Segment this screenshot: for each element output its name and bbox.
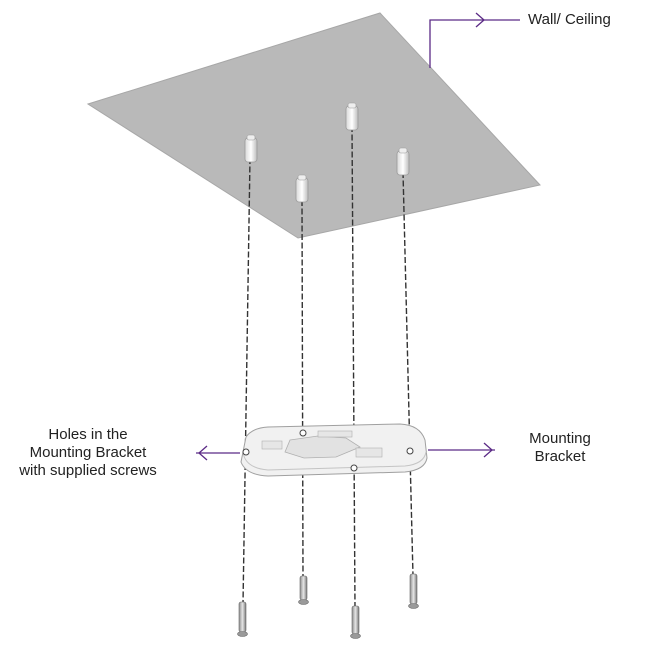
- holes-label-line: with supplied screws: [19, 462, 157, 479]
- screws: [237, 573, 419, 639]
- wall-anchor: [396, 147, 410, 176]
- screw: [237, 601, 248, 637]
- holes-label-line: Mounting Bracket: [29, 444, 147, 461]
- ceiling-plate: [86, 12, 541, 239]
- callout-holes: [196, 445, 240, 461]
- wall-anchor: [345, 102, 359, 131]
- callout-wall: [429, 12, 520, 68]
- wall-ceiling-label: Wall/ Ceiling: [528, 11, 611, 28]
- screw-paths: [242, 125, 414, 609]
- mounting-bracket-label-line: Bracket: [534, 448, 586, 465]
- mounting-bracket-label-line: Mounting: [529, 430, 591, 447]
- wall-anchor: [244, 134, 258, 163]
- screw: [350, 605, 361, 639]
- screw: [408, 573, 419, 609]
- callout-mounting-bracket: [428, 442, 495, 458]
- wall-anchors: [244, 102, 410, 203]
- screw: [298, 575, 309, 605]
- wall-anchor: [295, 174, 309, 203]
- holes-label-line: Holes in the: [48, 426, 128, 443]
- mounting-bracket-label: Mounting Bracket: [510, 430, 610, 466]
- holes-label: Holes in the Mounting Bracket with suppl…: [0, 426, 176, 480]
- mounting-bracket: [240, 423, 428, 477]
